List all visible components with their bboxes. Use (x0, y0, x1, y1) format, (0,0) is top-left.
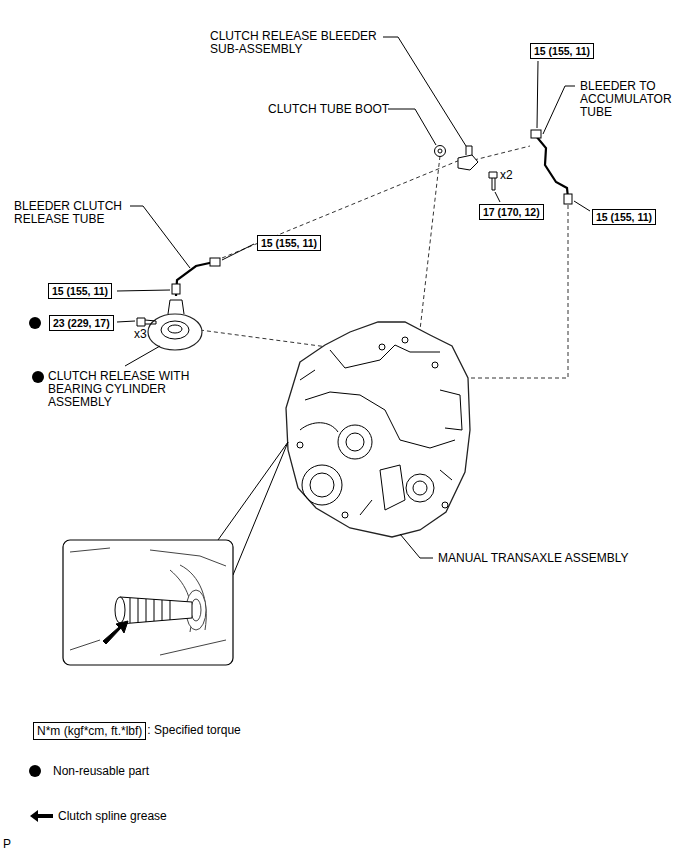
legend-text: Non-reusable part (53, 763, 149, 779)
torque-value: 15 (155, 11) (261, 236, 317, 250)
part-name: BLEEDER CLUTCH RELEASE TUBE (14, 200, 139, 226)
part-name: CLUTCH RELEASE WITH BEARING CYLINDER ASS… (48, 370, 213, 409)
torque-value: N*m (kgf*cm, ft.*lbf) (37, 723, 142, 739)
torque-spec-box: 17 (170, 12) (479, 204, 544, 220)
legend-text: Clutch spline grease (58, 808, 167, 824)
torque-spec-box: 15 (155, 11) (257, 235, 321, 251)
torque-spec-box: 15 (155, 11) (48, 283, 112, 299)
quantity-mark: x2 (500, 169, 513, 182)
torque-value: 15 (155, 11) (52, 284, 108, 298)
legend-text: : Specified torque (147, 722, 240, 738)
part-name: MANUAL TRANSAXLE ASSEMBLY (438, 552, 629, 565)
torque-spec-box: 23 (229, 17) (49, 315, 114, 331)
grease-arrow-symbol (29, 808, 55, 824)
torque-value: 17 (170, 12) (483, 205, 540, 219)
page-mark: P (3, 838, 11, 851)
legend-torque-box: N*m (kgf*cm, ft.*lbf) (33, 722, 146, 740)
part-name: CLUTCH RELEASE BLEEDER SUB-ASSEMBLY (210, 30, 385, 56)
torque-spec-box: 15 (155, 11) (592, 209, 656, 225)
torque-value: 23 (229, 17) (53, 316, 110, 330)
quantity-mark: x3 (134, 328, 147, 341)
torque-value: 15 (155, 11) (534, 44, 590, 58)
part-name: CLUTCH TUBE BOOT (268, 103, 389, 116)
torque-value: 15 (155, 11) (596, 210, 652, 224)
non-reusable-symbol (27, 763, 53, 779)
part-name: BLEEDER TO ACCUMULATOR TUBE (580, 80, 682, 119)
torque-spec-box: 15 (155, 11) (530, 43, 594, 59)
